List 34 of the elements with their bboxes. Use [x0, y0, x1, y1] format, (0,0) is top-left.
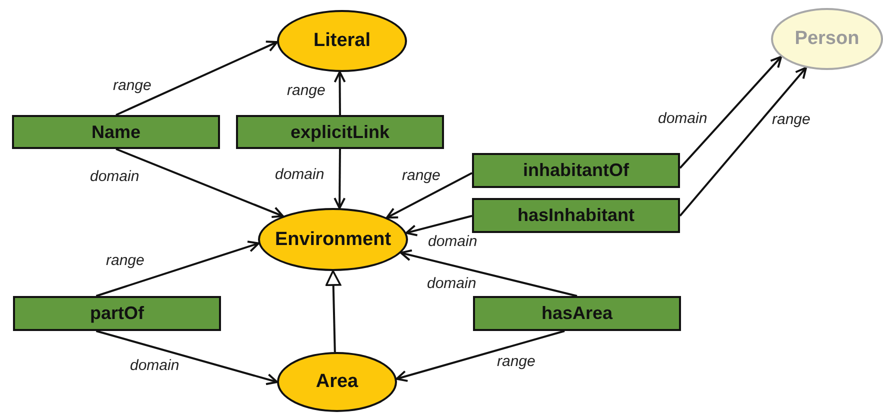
edge-label: domain	[427, 275, 476, 292]
edge-label: range	[772, 111, 810, 128]
arrow	[334, 70, 346, 115]
property-box: hasArea	[473, 296, 681, 331]
arrow	[405, 214, 472, 236]
edge-label: range	[497, 353, 536, 370]
edge-label: range	[106, 252, 144, 269]
arrow	[396, 330, 565, 382]
property-box: hasInhabitant	[472, 198, 680, 233]
edge-label: range	[287, 82, 326, 99]
generalization-arrow	[325, 270, 342, 352]
arrow	[386, 172, 472, 219]
arrow	[679, 56, 782, 169]
class-ellipse: Area	[277, 352, 397, 412]
arrow	[334, 149, 346, 210]
edge-label: domain	[90, 168, 140, 185]
edge-label: domain	[275, 166, 324, 183]
edge-label: domain	[658, 110, 708, 127]
property-box: Name	[12, 115, 220, 149]
property-box: inhabitantOf	[472, 153, 680, 188]
arrow	[116, 148, 284, 218]
edge-label: range	[113, 77, 152, 94]
edge-label: range	[402, 167, 440, 184]
arrow	[400, 249, 578, 297]
class-ellipse: Environment	[258, 208, 408, 271]
edge-label: domain	[130, 357, 180, 374]
arrow	[96, 240, 260, 297]
property-box: partOf	[13, 296, 221, 331]
arrow	[96, 330, 278, 386]
class-ellipse: Person	[771, 8, 883, 70]
class-ellipse: Literal	[277, 10, 407, 72]
edge-label: domain	[428, 233, 478, 250]
property-box: explicitLink	[236, 115, 444, 149]
arrow	[116, 40, 278, 116]
